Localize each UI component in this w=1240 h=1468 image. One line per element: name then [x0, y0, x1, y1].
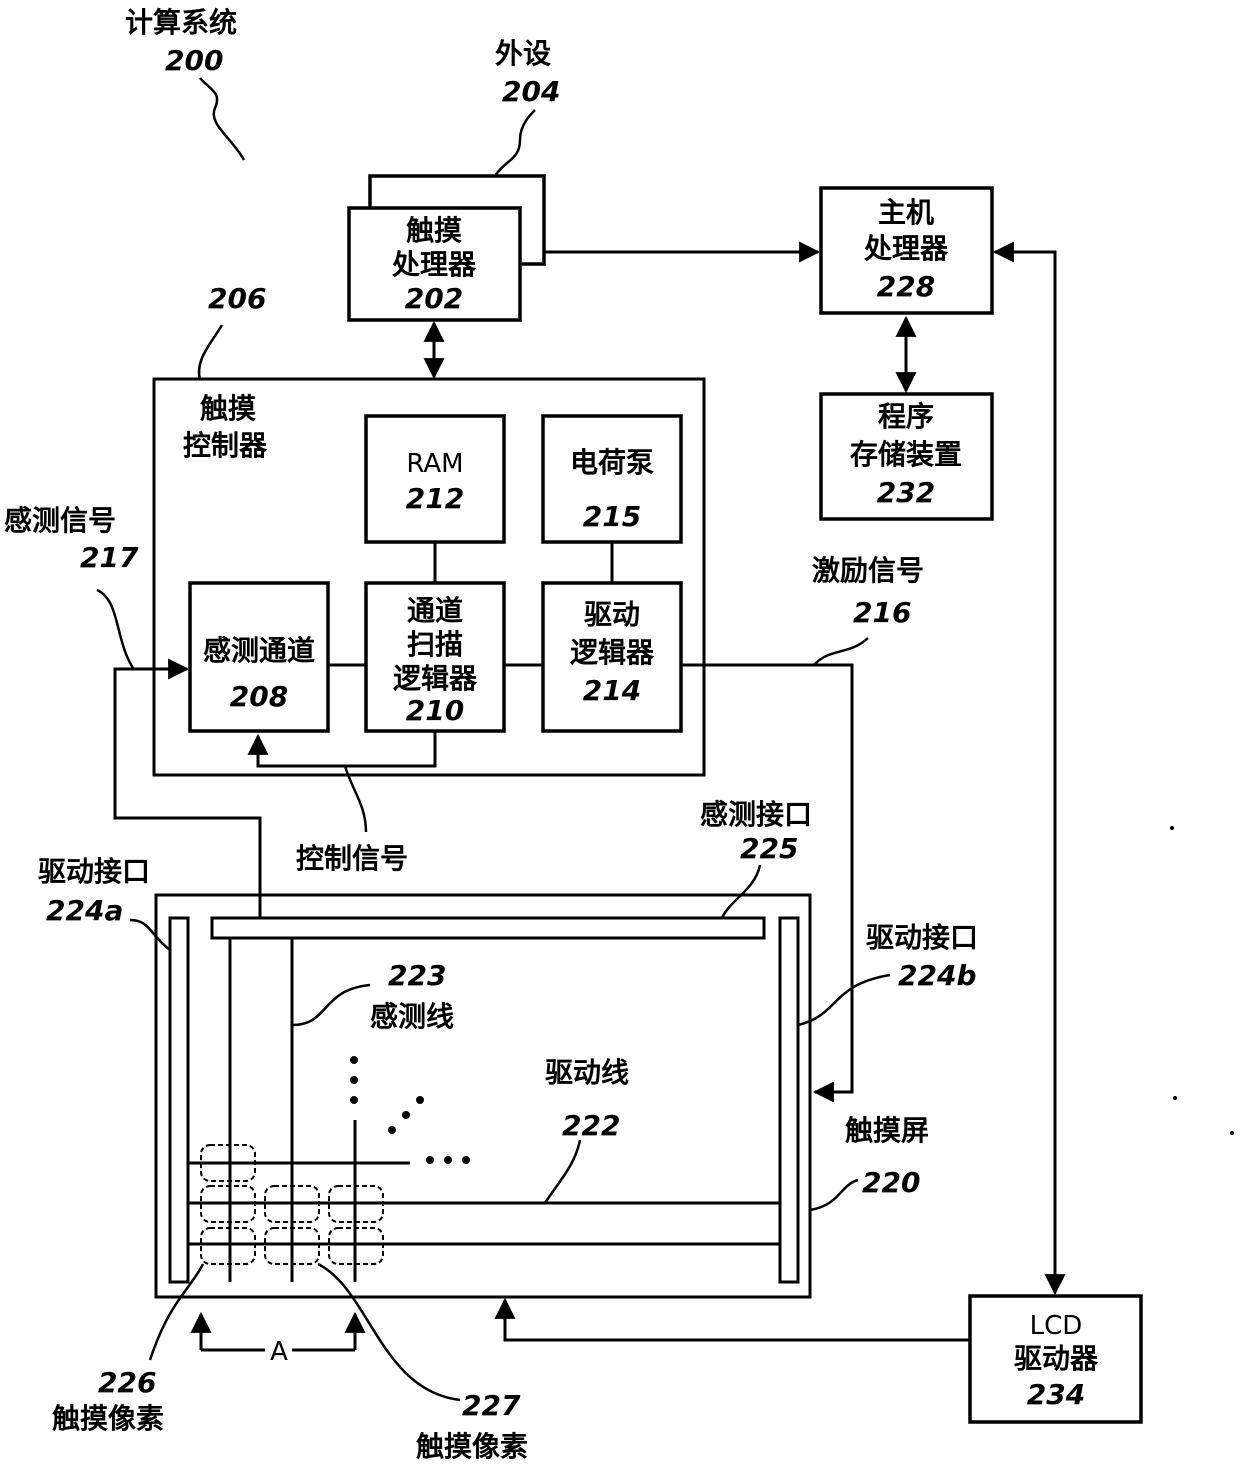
lcd-driver-l2: 驱动器: [1014, 1342, 1099, 1375]
system-leader-line: [200, 78, 244, 160]
stim-signal-label: 激励信号: [812, 554, 924, 587]
touch-pixel: [201, 1228, 255, 1264]
host-processor-num: 228: [877, 270, 935, 303]
channel-scan-l1: 通道: [407, 594, 463, 627]
sense-interface-bar: [212, 918, 764, 938]
charge-pump-num: 215: [583, 500, 641, 533]
lcd-driver-num: 234: [1027, 1378, 1085, 1411]
channel-scan-l3: 逻辑器: [393, 662, 478, 695]
drive-logic-l2: 逻辑器: [570, 636, 655, 669]
program-storage-l2: 存储装置: [850, 438, 962, 471]
drive-line-leader: [545, 1140, 580, 1203]
drive-logic-num: 214: [583, 674, 641, 707]
computing-system-label: 计算系统: [125, 6, 237, 39]
program-storage-l1: 程序: [878, 400, 934, 433]
sense-signal-label: 感测信号: [4, 504, 116, 537]
touch-processor-l2: 处理器: [391, 248, 477, 281]
drive-interface-right-num: 224b: [898, 959, 977, 992]
touch-controller-num: 206: [208, 282, 266, 315]
control-signal-label: 控制信号: [296, 842, 408, 875]
drive-interface-right-leader: [798, 975, 890, 1025]
pixel-227-num: 227: [462, 1389, 521, 1422]
host-processor-l2: 处理器: [863, 232, 949, 265]
ram-box: [366, 416, 504, 542]
drive-interface-left-leader: [130, 920, 170, 950]
host-lcd-line: [995, 252, 1055, 1293]
sense-signal-leader: [97, 590, 133, 668]
pixel-226-num: 226: [98, 1366, 156, 1399]
sense-line-leader: [292, 985, 370, 1025]
peripheral-num: 204: [502, 75, 560, 108]
touch-screen-num: 220: [862, 1166, 920, 1199]
drive-interface-right-label: 驱动接口: [866, 921, 978, 954]
touch-screen-label: 触摸屏: [845, 1114, 929, 1147]
drive-interface-left-bar: [170, 918, 188, 1282]
drive-interface-left-label: 驱动接口: [38, 855, 150, 888]
stim-signal-num: 216: [853, 596, 911, 629]
sense-channel-num: 208: [230, 680, 288, 713]
sense-interface-num: 225: [740, 832, 798, 865]
pixel-227-leader: [318, 1264, 460, 1400]
charge-pump-label: 电荷泵: [570, 446, 654, 479]
sense-channel-label: 感测通道: [203, 634, 315, 667]
touch-screen-leader: [810, 1180, 858, 1210]
lcd-driver-l1: LCD: [1030, 1311, 1083, 1341]
channel-scan-num: 210: [406, 694, 464, 727]
peripheral-leader-line: [495, 110, 535, 176]
ram-label: RAM: [406, 449, 463, 479]
touch-processor-l1: 触摸: [406, 214, 462, 247]
sense-interface-label: 感测接口: [700, 798, 812, 831]
touch-controller-l1: 触摸: [200, 392, 256, 425]
computing-system-num: 200: [165, 44, 223, 77]
channel-scan-l2: 扫描: [407, 628, 463, 661]
sense-interface-leader: [722, 865, 760, 918]
sense-line-num: 223: [388, 959, 446, 992]
drive-line-label: 驱动线: [545, 1056, 629, 1089]
controller-leader-line: [199, 325, 222, 380]
drive-line-num: 222: [562, 1109, 620, 1142]
drive-logic-l1: 驱动: [584, 598, 640, 631]
touch-controller-l2: 控制器: [183, 429, 268, 462]
lcd-screen-line: [505, 1300, 970, 1340]
touch-processor-num: 202: [405, 282, 463, 315]
program-storage-num: 232: [877, 476, 935, 509]
sense-signal-num: 217: [80, 541, 139, 574]
drive-interface-left-num: 224a: [46, 894, 123, 927]
ram-num: 212: [406, 482, 464, 515]
control-signal-line: [258, 731, 435, 766]
pixel-227-label: 触摸像素: [416, 1430, 528, 1463]
stim-signal-line: [681, 665, 852, 1092]
pixel-226-label: 触摸像素: [52, 1402, 164, 1435]
peripheral-label: 外设: [495, 37, 551, 70]
drive-interface-right-bar: [780, 918, 798, 1282]
sense-line-label: 感测线: [370, 1000, 454, 1033]
stim-signal-leader: [815, 638, 868, 664]
host-processor-l1: 主机: [878, 196, 934, 229]
dimension-a-label: A: [270, 1337, 288, 1367]
